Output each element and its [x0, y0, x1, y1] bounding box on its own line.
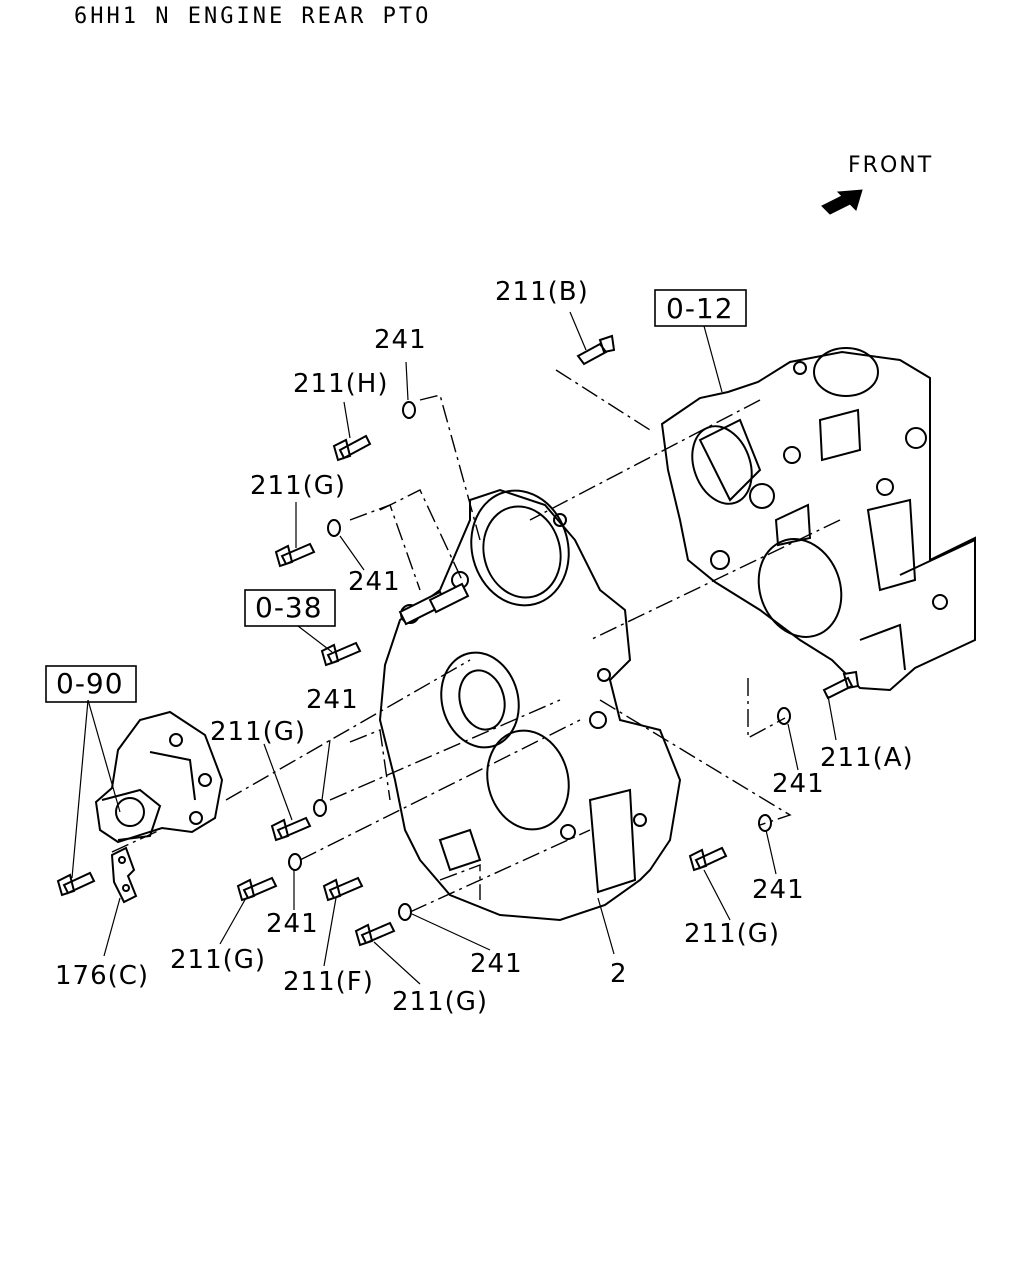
callout-241-low: 241: [266, 909, 319, 939]
washer-mid-icon: [327, 519, 341, 537]
callout-211h: 211(H): [293, 369, 388, 399]
ref-box-012: [654, 289, 747, 327]
callout-211g-left1: 211(G): [250, 471, 346, 501]
page-title: 6HH1 N ENGINE REAR PTO: [74, 4, 432, 29]
callout-labels: 211(B) 241 211(H) 211(G) 241 241 211(G) …: [55, 277, 914, 1017]
reference-boxes: 0-12 0-38 0-90: [45, 289, 747, 703]
bolt-211g-right-icon: [688, 846, 728, 872]
bolt-090-icon: [56, 871, 96, 897]
bolt-211g-low-icon: [236, 876, 278, 902]
bolt-pipe2-icon: [428, 582, 470, 614]
callout-241-right2: 241: [752, 875, 805, 905]
bolt-211g-bottom-icon: [354, 921, 396, 947]
bolt-211b-icon: [576, 334, 616, 366]
ref-label-012: 0-12: [666, 292, 734, 325]
washer-top-icon: [402, 401, 416, 419]
callout-211b: 211(B): [495, 277, 589, 307]
callout-211g-mid: 211(G): [210, 717, 306, 747]
washer-bottom-icon: [398, 903, 412, 921]
bolt-211g-mid-icon: [270, 816, 312, 842]
front-arrow-icon: [821, 189, 863, 215]
ref-label-090: 0-90: [56, 667, 124, 700]
engine-block: [660, 347, 976, 692]
assembly-lines: [111, 369, 841, 913]
bolt-211h-icon: [332, 434, 372, 462]
callout-2: 2: [610, 959, 628, 989]
pto-adapter: [94, 710, 224, 844]
flywheel-housing: [378, 488, 682, 922]
washer-icons: [288, 401, 791, 921]
callout-241-top: 241: [374, 325, 427, 355]
washer-low-icon: [288, 853, 302, 871]
bolt-211a-icon: [822, 670, 860, 700]
callout-176c: 176(C): [55, 961, 149, 991]
callout-211a: 211(A): [820, 743, 914, 773]
callout-211g-bottom: 211(G): [392, 987, 488, 1017]
leader-lines: [71, 311, 837, 985]
bracket-176c: [110, 846, 138, 904]
callout-241-bottom: 241: [470, 949, 523, 979]
front-direction-indicator: FRONT: [821, 153, 933, 215]
bolt-211g-upper-icon: [274, 542, 316, 568]
ref-label-038: 0-38: [255, 591, 323, 624]
bolt-211f-icon: [322, 876, 364, 902]
callout-211f: 211(F): [283, 967, 374, 997]
washer-c-icon: [313, 799, 327, 817]
ref-box-038: [244, 589, 336, 627]
ref-box-090: [45, 665, 137, 703]
callout-211g-right: 211(G): [684, 919, 780, 949]
callout-211g-low: 211(G): [170, 945, 266, 975]
callout-241-c: 241: [306, 685, 359, 715]
bolt-038-icon: [320, 641, 362, 667]
bolt-icons: [56, 334, 860, 947]
front-label: FRONT: [848, 153, 933, 178]
callout-241-right: 241: [772, 769, 825, 799]
callout-241-mid: 241: [348, 567, 401, 597]
